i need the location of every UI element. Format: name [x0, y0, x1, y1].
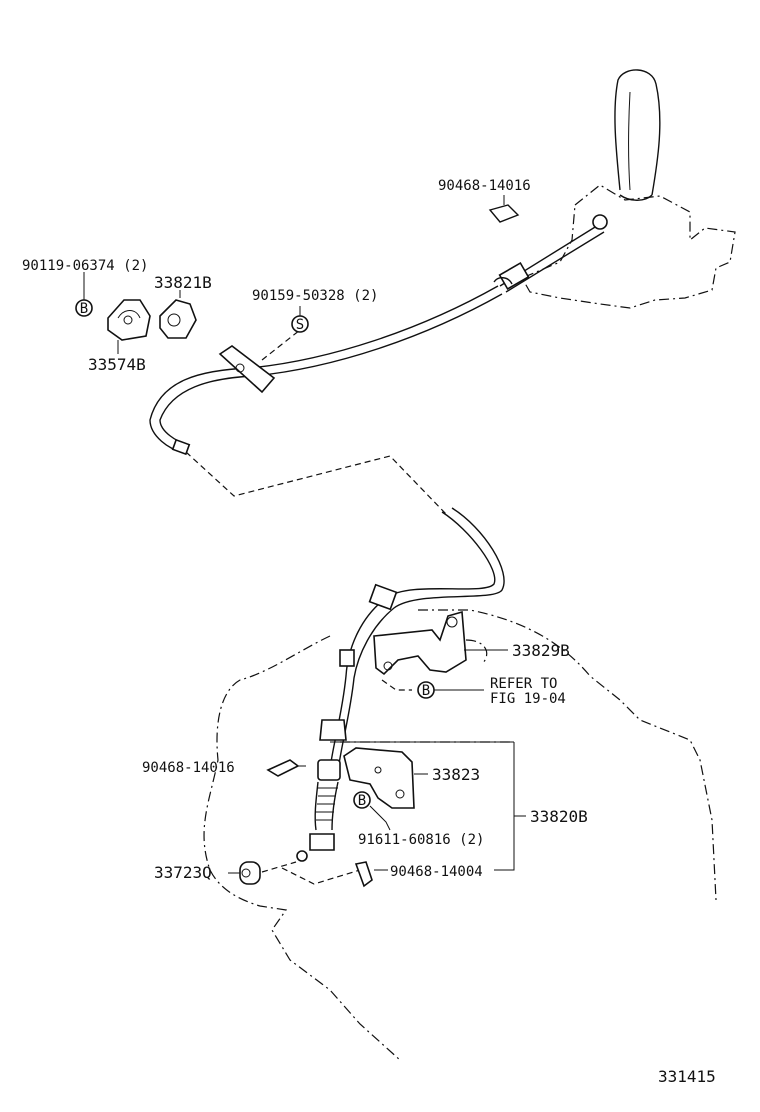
- label-refer-to: REFER TO: [490, 676, 557, 692]
- clip-90468-14016-mid: [266, 759, 300, 777]
- label-33723q: 33723Q: [154, 863, 212, 882]
- screw-callout: S: [291, 315, 309, 333]
- label-33823: 33823: [432, 765, 480, 784]
- label-33829b: 33829B: [512, 641, 570, 660]
- part-33574b: [107, 299, 151, 341]
- shift-cable-upper: [149, 285, 503, 456]
- label-33821b: 33821B: [154, 273, 212, 292]
- shift-cable-lower: [296, 507, 505, 862]
- shift-lever-assembly: [493, 69, 736, 309]
- label-90468-14004: 90468-14004: [390, 864, 483, 880]
- label-33574b: 33574B: [88, 355, 146, 374]
- clip-90468-14004: [354, 861, 373, 888]
- label-33820b: 33820B: [530, 807, 588, 826]
- bracket-33823: [343, 747, 415, 809]
- label-90468-14016-top: 90468-14016: [438, 178, 531, 194]
- bolt-callout-top: B: [75, 299, 93, 317]
- label-90119-06374: 90119-06374 (2): [22, 258, 148, 274]
- label-91611-60816: 91611-60816 (2): [358, 832, 484, 848]
- screw-callout-letter: S: [296, 317, 304, 333]
- leader-lines: [117, 290, 526, 874]
- part-33821b: [159, 299, 197, 339]
- bolt-callout-bracket-letter: B: [358, 793, 366, 809]
- clip-90468-14016-top: [488, 204, 520, 223]
- bolt-callout-refer-letter: B: [422, 683, 430, 699]
- bolt-callout-bracket: B: [353, 791, 371, 809]
- figure-number: 331415: [658, 1067, 716, 1086]
- bushing-33723q: [239, 861, 261, 885]
- label-refer-fig: FIG 19-04: [490, 691, 566, 707]
- label-90468-14016-mid: 90468-14016: [142, 760, 235, 776]
- cable-retainer-plate: [218, 345, 276, 394]
- bolt-callout-refer: B: [417, 681, 435, 699]
- label-90159-50328: 90159-50328 (2): [252, 288, 378, 304]
- bracket-33829b: [373, 610, 488, 676]
- bolt-callout-top-letter: B: [80, 301, 88, 317]
